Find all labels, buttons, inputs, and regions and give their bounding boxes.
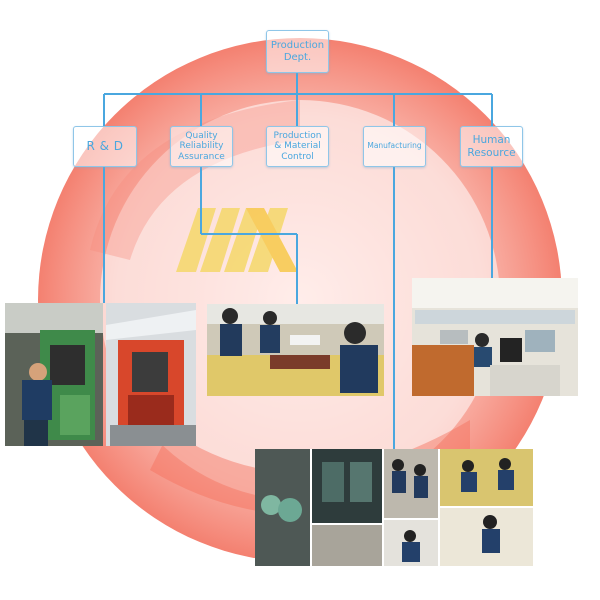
photo-edm-machine [106,303,196,446]
photo-office [412,278,578,396]
photo-assembly-workers [207,304,384,396]
node-production-dept: Production Dept. [266,30,329,73]
node-production-material-control: Production & Material Control [266,126,329,167]
photo-machining-workshop [5,303,103,446]
node-rnd: R & D [73,126,137,167]
logo-emblem [176,208,298,272]
node-human-resource: Human Resource [460,126,523,167]
connector-lines [103,73,493,449]
photo-manufacturing-collage [255,449,533,566]
node-manufacturing: Manufacturing [363,126,426,167]
node-quality-reliability-assurance: Quality Reliability Assurance [170,126,233,167]
